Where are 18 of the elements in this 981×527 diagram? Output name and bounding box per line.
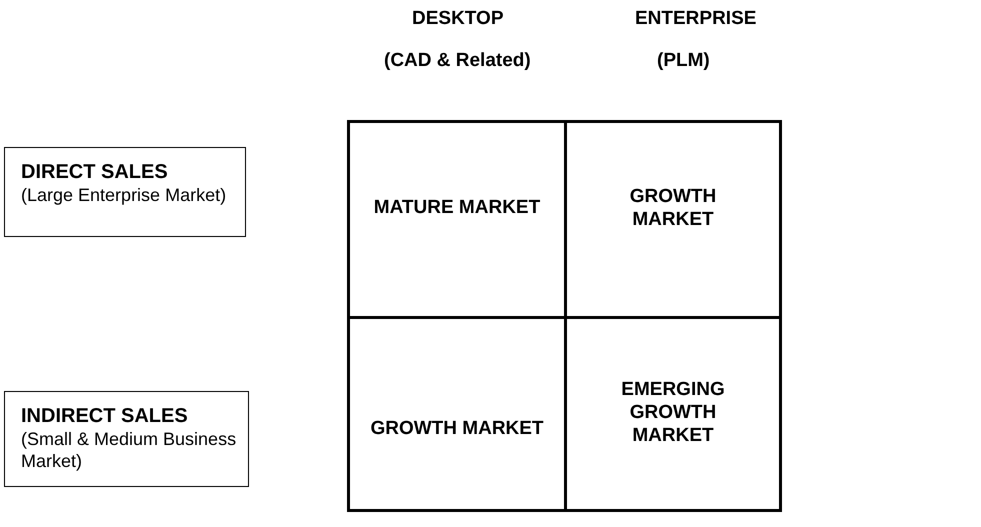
box-heading: INDIRECT SALES xyxy=(21,404,189,428)
cell-label: GROWTH MARKET xyxy=(370,416,544,440)
box-description: (Large Enterprise Market) xyxy=(21,184,228,206)
column-header: (CAD & Related) xyxy=(384,50,531,72)
sales-channel-box xyxy=(4,391,249,487)
box-description: (Small & Medium Business Market) xyxy=(21,428,238,472)
box-heading: DIRECT SALES xyxy=(21,160,169,184)
cell-label: EMERGING GROWTH MARKET xyxy=(620,378,726,446)
cell-label: GROWTH MARKET xyxy=(628,184,718,230)
sales-channel-box xyxy=(4,147,246,237)
column-header: ENTERPRISE xyxy=(635,8,756,30)
matrix-cell xyxy=(347,316,567,512)
column-header: (PLM) xyxy=(657,50,710,72)
column-header: DESKTOP xyxy=(412,8,504,30)
matrix-cell xyxy=(564,316,782,512)
cell-label: MATURE MARKET xyxy=(374,196,540,219)
matrix-cell xyxy=(347,120,567,319)
matrix-cell xyxy=(564,120,782,319)
